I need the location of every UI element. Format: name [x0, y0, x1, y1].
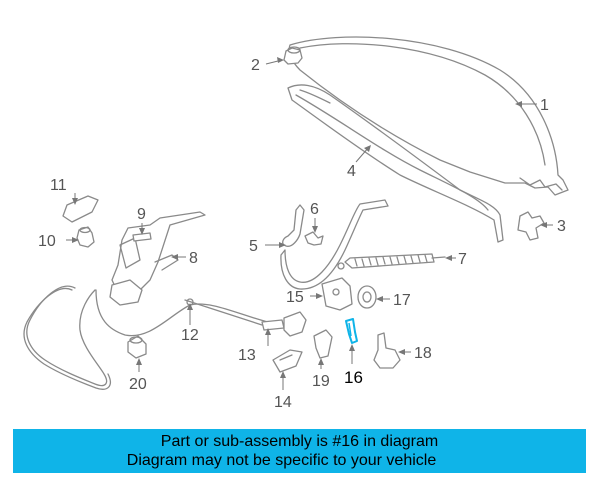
parts-diagram: 2 1 3 4 5 6 7 8 9 10 11 12 13 14 15 16 1… [23, 36, 569, 411]
callout-10: 10 [38, 233, 56, 250]
callout-5: 5 [249, 238, 258, 255]
banner-disclaimer: Diagram may not be specific to your vehi… [126, 452, 437, 469]
part-13-fitting [261, 311, 307, 337]
callout-20: 20 [129, 376, 147, 393]
part-6-bracket [304, 231, 324, 246]
callout-labels: 2 1 3 4 5 6 7 8 9 10 11 12 13 14 15 16 1… [38, 57, 566, 411]
leader-lines [66, 57, 553, 390]
part-9-bolt [132, 232, 152, 242]
callout-8: 8 [189, 250, 198, 267]
part-15-latch [321, 277, 353, 311]
part-16-highlighted [345, 318, 358, 344]
part-18-bump-stop [373, 332, 401, 369]
part-14-handle [272, 349, 303, 373]
banner-part-note: Part or sub-assembly is #16 in diagram [160, 433, 439, 450]
callout-12: 12 [181, 327, 199, 344]
callout-1: 1 [540, 97, 549, 114]
part-1-trunk-lid [288, 36, 569, 196]
callout-3: 3 [557, 218, 566, 235]
part-5-hinge-arm [282, 204, 305, 247]
callout-9: 9 [137, 206, 146, 223]
callout-11: 11 [50, 177, 67, 194]
part-11-pad [62, 195, 99, 223]
part-12-rod [184, 298, 263, 326]
callout-2: 2 [251, 57, 260, 74]
callout-17: 17 [393, 292, 411, 309]
callout-7: 7 [458, 251, 467, 268]
part-19-bracket [313, 329, 333, 359]
part-10-actuator [76, 226, 95, 248]
callout-18: 18 [414, 345, 432, 362]
part-4-seal [287, 84, 504, 243]
callout-6: 6 [310, 201, 319, 218]
part-20-switch [127, 335, 147, 359]
info-banner: Part or sub-assembly is #16 in diagram D… [13, 429, 586, 473]
part-3-bracket [517, 211, 545, 241]
callout-14: 14 [274, 394, 292, 411]
part-2-clip [283, 46, 303, 65]
callout-16: 16 [344, 368, 363, 387]
callout-15: 15 [286, 289, 304, 306]
callout-19: 19 [312, 373, 330, 390]
callout-4: 4 [347, 163, 356, 180]
release-cable [23, 285, 269, 390]
part-17-grommet [357, 285, 377, 309]
part-7-gas-strut [337, 253, 446, 270]
callout-13: 13 [238, 347, 256, 364]
hinge-bar [280, 199, 389, 290]
